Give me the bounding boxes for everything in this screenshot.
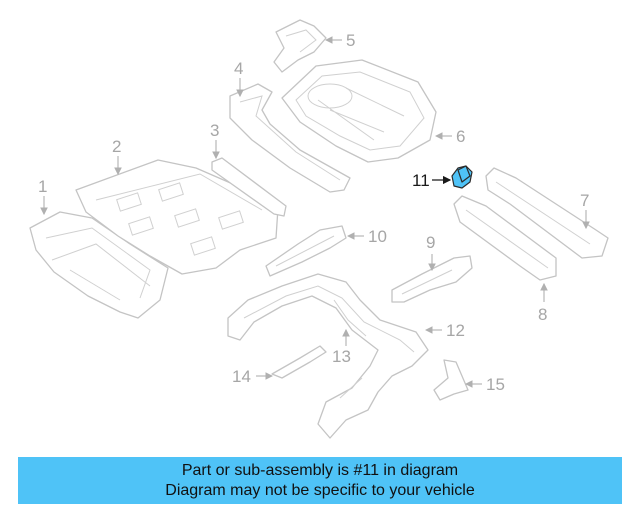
part-2-floor-pan xyxy=(75,159,279,275)
callout-2: 2 xyxy=(112,137,122,176)
part-11-bracket-highlighted[interactable] xyxy=(451,165,473,189)
callout-6-label: 6 xyxy=(456,127,465,146)
callout-4-label: 4 xyxy=(234,59,243,78)
callout-1-label: 1 xyxy=(38,177,47,196)
callout-6: 6 xyxy=(434,127,465,146)
part-12-frame-assembly xyxy=(227,273,429,439)
callout-14-label: 14 xyxy=(232,367,251,386)
callout-11-label: 11 xyxy=(412,171,430,190)
part-4-cross-member xyxy=(229,83,351,193)
callout-8: 8 xyxy=(538,282,548,324)
callout-15: 15 xyxy=(464,375,505,394)
callout-14: 14 xyxy=(232,367,274,386)
part-14-strip xyxy=(271,345,327,379)
parts-diagram: 1 2 3 4 5 xyxy=(29,19,609,439)
callout-2-label: 2 xyxy=(112,137,121,156)
banner-line-2: Diagram may not be specific to your vehi… xyxy=(165,482,475,499)
callout-11[interactable]: 11 xyxy=(412,171,452,190)
callout-8-label: 8 xyxy=(538,305,547,324)
callout-12: 12 xyxy=(424,321,465,340)
callout-5-label: 5 xyxy=(346,31,355,50)
callout-9: 9 xyxy=(426,233,436,272)
part-6-spare-tire-well xyxy=(281,59,437,163)
callout-12-label: 12 xyxy=(446,321,465,340)
callout-7-label: 7 xyxy=(580,191,589,210)
callout-7: 7 xyxy=(580,191,590,230)
callout-10-label: 10 xyxy=(368,227,387,246)
callout-3-label: 3 xyxy=(210,121,219,140)
callout-9-label: 9 xyxy=(426,233,435,252)
part-1-floor-section xyxy=(29,211,169,319)
callout-13: 13 xyxy=(332,328,351,366)
callout-5: 5 xyxy=(324,31,355,50)
callout-13-label: 13 xyxy=(332,347,351,366)
part-7-side-rail xyxy=(485,167,609,259)
callout-4: 4 xyxy=(234,59,244,98)
part-8-side-rail-lower xyxy=(453,195,557,281)
info-banner: Part or sub-assembly is #11 in diagram D… xyxy=(18,457,622,504)
part-3-rail xyxy=(211,157,287,217)
part-15-bracket xyxy=(433,359,469,401)
part-10-reinforcement xyxy=(265,225,347,277)
part-5-bracket xyxy=(273,19,327,73)
callout-3: 3 xyxy=(210,121,220,160)
part-9-reinforcement xyxy=(391,255,473,303)
callout-10: 10 xyxy=(346,227,387,246)
callout-1: 1 xyxy=(38,177,48,216)
callout-15-label: 15 xyxy=(486,375,505,394)
banner-line-1: Part or sub-assembly is #11 in diagram xyxy=(181,462,459,479)
